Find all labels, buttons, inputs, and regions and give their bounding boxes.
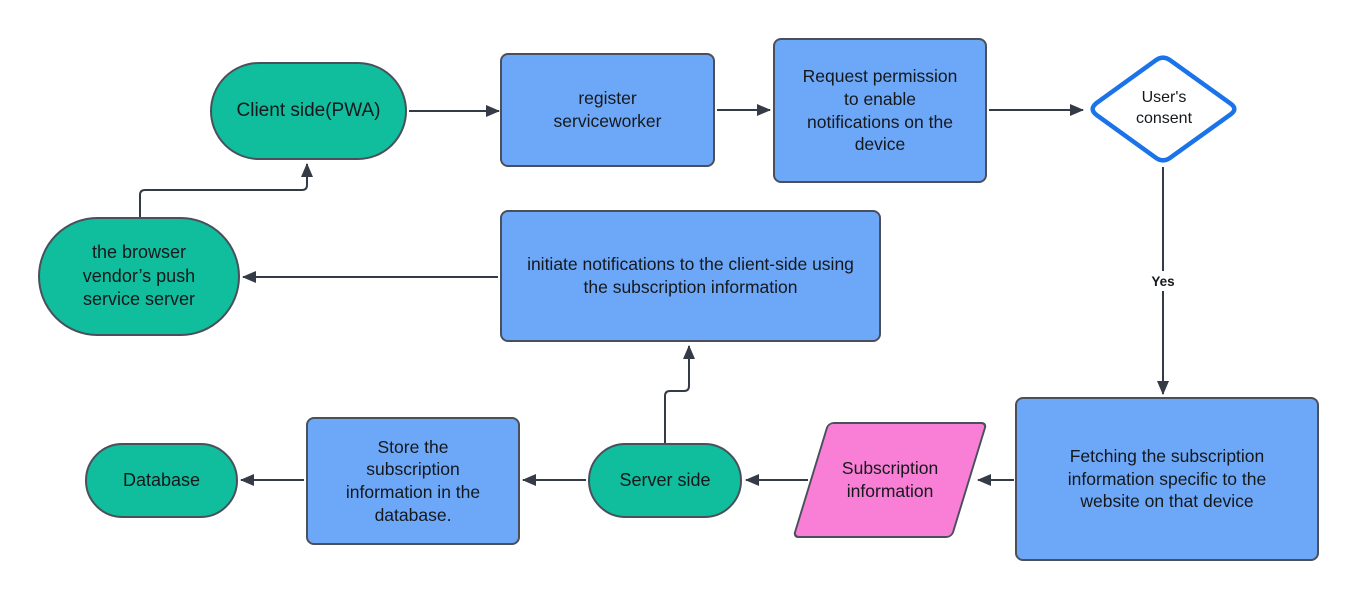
node-register-serviceworker-label: register serviceworker <box>553 88 662 131</box>
node-request-permission-label: Request permission to enable notificatio… <box>802 66 958 155</box>
decision-diamond-shape <box>1090 55 1237 163</box>
edge-server-to-initiate <box>664 345 695 443</box>
node-database: Database <box>85 443 238 518</box>
node-subscription-information-label: Subscription information <box>841 458 939 501</box>
node-fetching-subscription-info: Fetching the subscription information sp… <box>1015 397 1319 561</box>
node-store-subscription: Store the subscription information in th… <box>306 417 520 545</box>
node-database-label: Database <box>122 469 201 490</box>
node-client-side-pwa: Client side(PWA) <box>210 62 407 160</box>
node-users-consent-decision: User's consent <box>1086 52 1242 166</box>
node-push-service-server-label: the browser vendor’s push service server <box>82 242 196 310</box>
node-store-subscription-label: Store the subscription information in th… <box>345 436 481 525</box>
node-initiate-notifications: initiate notifications to the client-sid… <box>500 210 881 342</box>
node-initiate-notifications-label: initiate notifications to the client-sid… <box>527 254 854 297</box>
node-fetching-subscription-info-label: Fetching the subscription information sp… <box>1067 445 1267 512</box>
node-server-side: Server side <box>588 443 742 518</box>
node-request-permission: Request permission to enable notificatio… <box>773 38 987 183</box>
node-client-side-pwa-label: Client side(PWA) <box>236 99 381 121</box>
edge-label-yes: Yes <box>1141 271 1185 291</box>
node-users-consent-label: User's consent <box>1135 89 1193 127</box>
node-register-serviceworker: register serviceworker <box>500 53 715 167</box>
node-push-service-server: the browser vendor’s push service server <box>38 217 240 336</box>
node-server-side-label: Server side <box>619 469 711 490</box>
node-subscription-information: Subscription information <box>792 422 988 538</box>
edge-push-service-to-client <box>139 163 313 217</box>
